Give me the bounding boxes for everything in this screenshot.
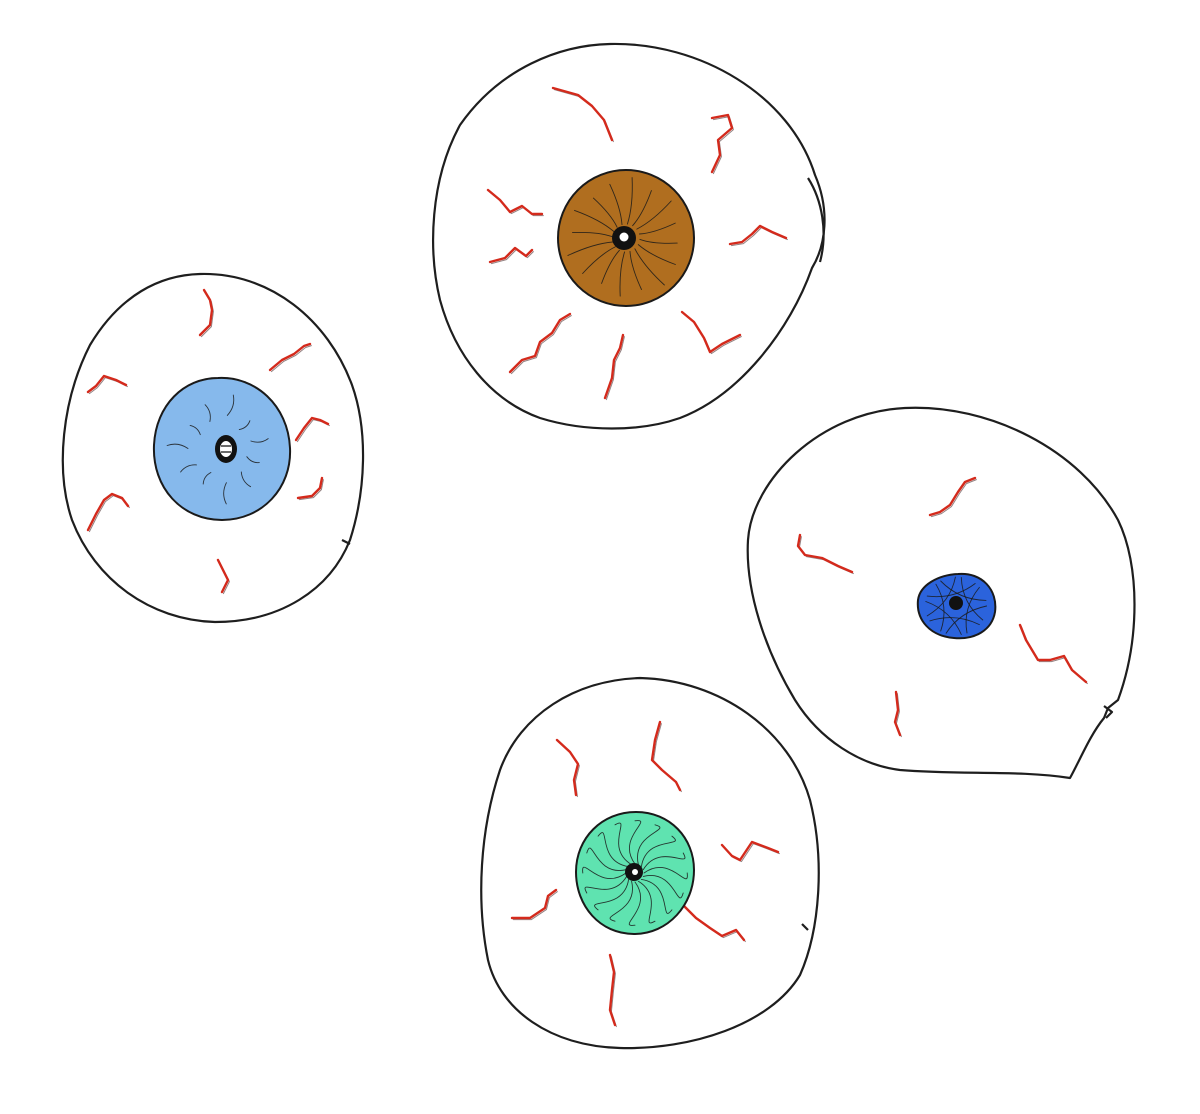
iris-fiber <box>582 866 627 880</box>
vein-edge <box>298 479 324 501</box>
iris-fiber <box>945 605 988 634</box>
eyeball-dark-blue-iris <box>746 406 1136 780</box>
iris-fiber <box>226 394 235 416</box>
veins <box>86 288 330 595</box>
iris-fiber <box>609 880 633 922</box>
iris-fiber <box>642 852 686 871</box>
iris-fibers <box>567 177 678 297</box>
iris-fiber <box>628 820 642 865</box>
iris-fiber <box>929 617 980 626</box>
pupil-detail <box>221 445 231 453</box>
iris-fiber <box>601 249 620 284</box>
iris-fiber <box>960 577 984 621</box>
veins <box>486 86 788 401</box>
iris-fiber <box>614 822 633 866</box>
iris-fiber <box>628 881 642 926</box>
iris-fiber <box>586 847 628 871</box>
iris-fiber <box>642 875 684 899</box>
iris-fiber <box>582 246 616 274</box>
iris-fiber <box>640 835 676 868</box>
iris-fiber <box>202 472 212 485</box>
iris-fiber <box>240 471 252 488</box>
iris-fiber <box>926 576 956 617</box>
pupil-highlight <box>619 232 629 242</box>
iris-fiber <box>619 251 626 297</box>
iris-fiber <box>640 878 673 914</box>
iris-fibers <box>925 576 988 635</box>
iris-fiber <box>592 197 618 228</box>
pupil-highlight <box>220 441 232 457</box>
iris-fiber <box>567 241 614 256</box>
eyeball-light-blue-iris <box>61 272 365 624</box>
iris-fiber <box>166 443 189 449</box>
sclera-nick <box>801 923 809 931</box>
veins <box>510 720 780 1028</box>
sclera-notch <box>1103 705 1114 719</box>
iris-fiber <box>246 456 260 464</box>
sclera-bulge <box>807 177 825 263</box>
iris-fiber <box>639 238 678 244</box>
iris-fiber <box>634 248 665 286</box>
iris-fiber <box>926 583 976 598</box>
iris-fiber <box>636 200 672 230</box>
vein-edge <box>712 116 734 175</box>
iris-fiber <box>643 866 688 880</box>
iris-fiber <box>189 424 201 436</box>
vein-edge <box>512 891 558 921</box>
iris-fiber <box>925 601 962 635</box>
sclera-nick <box>341 539 351 545</box>
iris-fiber <box>250 438 269 443</box>
iris-fiber <box>629 250 642 290</box>
iris-fiber <box>574 209 615 232</box>
iris-fiber <box>637 244 676 265</box>
iris-fiber <box>935 583 945 632</box>
iris-fibers <box>166 394 269 505</box>
iris-fiber <box>223 482 227 505</box>
iris-fiber <box>238 420 251 431</box>
iris-fiber <box>609 183 623 226</box>
eyeball-brown-iris <box>432 42 826 430</box>
iris-fiber <box>626 177 633 225</box>
iris-fibers <box>582 820 688 926</box>
iris-fiber <box>632 190 652 227</box>
iris-fiber <box>965 586 980 634</box>
iris-fiber <box>637 824 661 866</box>
vein-edge <box>605 336 625 401</box>
iris-fiber <box>584 875 628 894</box>
iris-fiber <box>572 231 613 238</box>
eyeball-green-iris <box>480 676 820 1050</box>
iris-fiber <box>597 832 630 868</box>
pupil-highlight <box>632 869 638 875</box>
iris-fiber <box>940 580 987 601</box>
vein-edge <box>270 345 312 373</box>
veins <box>796 476 1088 738</box>
iris-fiber <box>204 404 211 422</box>
vein-edge <box>510 315 572 375</box>
iris-fiber <box>637 880 656 924</box>
iris-fiber <box>638 222 676 235</box>
iris-fiber <box>594 878 630 911</box>
pupil <box>949 596 963 610</box>
iris-fiber <box>180 464 197 473</box>
vein-edge <box>930 479 977 518</box>
